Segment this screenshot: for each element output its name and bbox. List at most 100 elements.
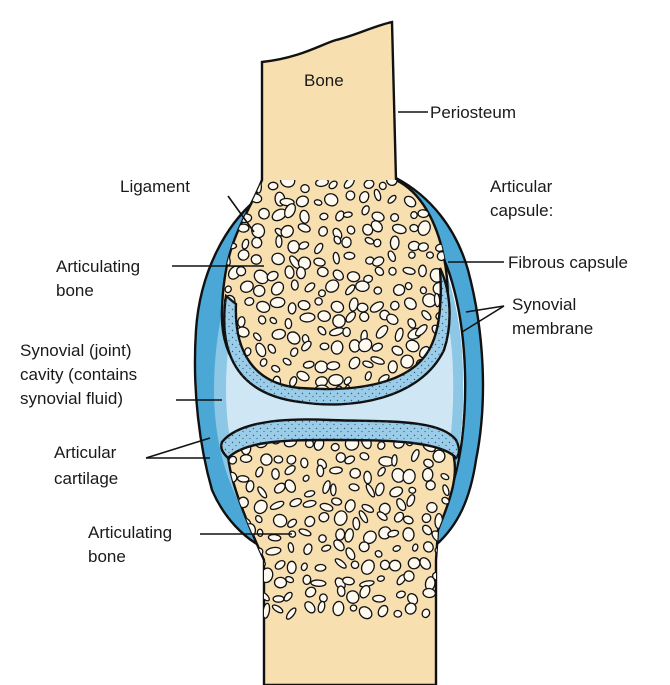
spongy-bone-pore [390, 236, 399, 250]
spongy-bone-pore [300, 458, 308, 468]
spongy-bone-pore [452, 180, 468, 197]
spongy-bone-pore [422, 178, 434, 190]
spongy-bone-pore [437, 174, 449, 188]
spongy-bone-pore [300, 313, 315, 323]
spongy-bone-pore [224, 208, 238, 220]
spongy-bone-pore [437, 555, 449, 567]
spongy-bone-pore [317, 465, 325, 477]
spongy-bone-pore [331, 484, 336, 496]
label-articulating-bone-top-line1: Articulating [56, 257, 140, 276]
spongy-bone-pore [273, 596, 284, 602]
spongy-bone-pore [239, 173, 252, 189]
spongy-bone-pore [315, 360, 329, 373]
spongy-bone-pore [320, 343, 329, 350]
spongy-bone-pore [285, 318, 292, 328]
spongy-bone-pore [240, 455, 251, 463]
spongy-bone-pore [328, 374, 343, 386]
spongy-bone-pore [320, 213, 329, 220]
spongy-bone-pore [300, 184, 310, 193]
spongy-bone-pore [391, 455, 397, 467]
label-fibrous-capsule: Fibrous capsule [508, 253, 628, 272]
label-articular-cartilage-line1: Articular [54, 443, 117, 462]
spongy-bone-pore [238, 568, 255, 583]
label-synovial-membrane-line2: membrane [512, 319, 593, 338]
spongy-bone-pore [329, 467, 342, 474]
spongy-bone-pore [335, 528, 345, 540]
spongy-bone-pore [229, 542, 236, 549]
spongy-bone-pore [389, 560, 400, 571]
spongy-bone-pore [418, 209, 429, 217]
label-synovial-cavity-line2: cavity (contains [20, 365, 137, 384]
spongy-bone-pore [257, 529, 263, 537]
spongy-bone-pore [244, 602, 255, 613]
spongy-bone-pore [423, 588, 436, 598]
spongy-bone-pore [442, 586, 453, 601]
spongy-bone-pore [380, 560, 390, 570]
spongy-bone-pore [402, 527, 414, 541]
spongy-bone-pore [271, 468, 279, 479]
spongy-bone-pore [274, 456, 283, 464]
spongy-bone-pore [288, 303, 296, 315]
spongy-bone-pore [343, 327, 351, 336]
spongy-bone-pore [274, 577, 286, 588]
spongy-bone-pore [409, 224, 418, 232]
label-articular-capsule-line2: capsule: [490, 201, 553, 220]
spongy-bone-pore [349, 468, 360, 479]
label-periosteum: Periosteum [430, 103, 516, 122]
spongy-bone-pore [451, 193, 463, 205]
spongy-bone-pore [248, 547, 256, 554]
spongy-bone-pore [291, 280, 298, 290]
spongy-bone-pore [303, 575, 312, 585]
spongy-bone-pore [341, 237, 351, 248]
spongy-bone-pore [251, 237, 262, 249]
spongy-bone-pore [420, 286, 427, 294]
label-articulating-bone-top-line2: bone [56, 281, 94, 300]
spongy-bone-pore [436, 601, 451, 613]
spongy-bone-pore [394, 610, 402, 617]
label-ligament: Ligament [120, 177, 190, 196]
spongy-bone-pore [419, 265, 427, 277]
spongy-bone-pore [343, 212, 352, 218]
spongy-bone-pore [356, 281, 370, 292]
spongy-bone-pore [389, 267, 396, 275]
spongy-bone-pore [230, 576, 240, 587]
lower-bone-shape [228, 427, 455, 685]
spongy-bone-pore [379, 182, 387, 190]
label-synovial-cavity-line3: synovial fluid) [20, 389, 123, 408]
spongy-bone-pore [447, 209, 456, 218]
articular-cartilage-leader-line-1 [146, 438, 210, 458]
spongy-bone-pore [344, 252, 355, 259]
spongy-bone-pore [226, 181, 234, 189]
spongy-bone-pore [315, 564, 326, 571]
spongy-bone-pore [388, 361, 398, 373]
spongy-bone-pore [221, 586, 238, 602]
spongy-bone-pore [239, 589, 254, 604]
spongy-bone-pore [433, 192, 441, 200]
label-bone: Bone [304, 71, 344, 90]
spongy-bone-pore [287, 561, 296, 573]
spongy-bone-pore [422, 468, 433, 482]
spongy-bone-pore [311, 580, 326, 587]
label-synovial-cavity-line1: Synovial (joint) [20, 341, 132, 360]
spongy-bone-pore [296, 267, 305, 279]
label-articular-cartilage-line2: cartilage [54, 469, 118, 488]
label-articulating-bone-bottom-line2: bone [88, 547, 126, 566]
spongy-bone-pore [373, 595, 386, 602]
label-synovial-membrane-line1: Synovial [512, 295, 576, 314]
spongy-bone-pore [411, 212, 418, 219]
label-articular-capsule-line1: Articular [490, 177, 553, 196]
spongy-bone-pore [276, 236, 282, 248]
spongy-bone-pore [268, 182, 278, 190]
spongy-bone-pore [288, 240, 300, 253]
label-articulating-bone-bottom-line1: Articulating [88, 523, 172, 542]
spongy-bone-pore [350, 604, 358, 611]
spongy-bone-pore [408, 487, 416, 494]
spongy-bone-pore [232, 560, 241, 573]
spongy-bone-pore [426, 251, 434, 258]
spongy-bone-pore [363, 471, 371, 484]
spongy-bone-pore [357, 303, 369, 313]
spongy-bone-pore [251, 255, 261, 265]
spongy-bone-pore [226, 604, 241, 613]
spongy-bone-pore [237, 558, 255, 576]
